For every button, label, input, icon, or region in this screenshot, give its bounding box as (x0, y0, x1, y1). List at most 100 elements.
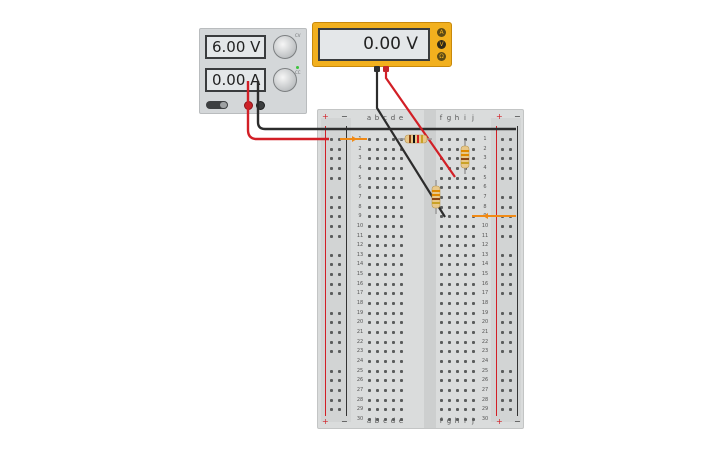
breadboard-hole[interactable] (384, 205, 387, 209)
breadboard-hole[interactable] (392, 263, 395, 267)
breadboard-hole[interactable] (368, 417, 371, 421)
breadboard-hole[interactable] (456, 157, 459, 161)
breadboard-hole[interactable] (384, 253, 387, 257)
breadboard-hole[interactable] (384, 321, 387, 325)
breadboard-hole[interactable] (472, 350, 475, 354)
breadboard-hole[interactable] (448, 215, 451, 219)
breadboard-hole[interactable] (400, 157, 403, 161)
breadboard-hole[interactable] (384, 138, 387, 141)
rail-hole[interactable] (509, 331, 512, 334)
breadboard-hole[interactable] (440, 244, 443, 248)
breadboard-hole[interactable] (464, 331, 467, 334)
breadboard-hole[interactable] (456, 263, 459, 267)
breadboard-hole[interactable] (384, 350, 387, 354)
breadboard-hole[interactable] (464, 205, 467, 209)
breadboard-hole[interactable] (456, 331, 459, 334)
breadboard-hole[interactable] (472, 379, 475, 383)
rail-hole[interactable] (330, 340, 333, 344)
breadboard-hole[interactable] (456, 282, 459, 286)
rail-hole[interactable] (501, 234, 504, 238)
rail-hole[interactable] (509, 340, 512, 344)
mode-volts-button[interactable]: V (437, 40, 446, 49)
rail-hole[interactable] (501, 379, 504, 383)
rail-hole[interactable] (338, 311, 341, 315)
breadboard-hole[interactable] (392, 369, 395, 373)
breadboard-hole[interactable] (440, 166, 443, 170)
breadboard-hole[interactable] (376, 224, 379, 228)
breadboard-hole[interactable] (448, 369, 451, 373)
rail-hole[interactable] (338, 379, 341, 383)
breadboard-hole[interactable] (368, 292, 371, 296)
breadboard-hole[interactable] (392, 311, 395, 315)
breadboard-hole[interactable] (456, 215, 459, 219)
rail-hole[interactable] (338, 292, 341, 296)
breadboard-hole[interactable] (392, 224, 395, 228)
breadboard-hole[interactable] (368, 186, 371, 190)
breadboard-hole[interactable] (440, 408, 443, 412)
breadboard-hole[interactable] (384, 147, 387, 151)
power-supply[interactable]: 6.00 V CV 0.00 A CC (199, 28, 307, 114)
breadboard-hole[interactable] (472, 417, 475, 421)
voltage-knob[interactable] (273, 35, 297, 59)
breadboard-hole[interactable] (464, 321, 467, 325)
breadboard-hole[interactable] (376, 147, 379, 151)
breadboard-hole[interactable] (392, 331, 395, 334)
breadboard-hole[interactable] (440, 282, 443, 286)
breadboard-hole[interactable] (472, 331, 475, 334)
breadboard-hole[interactable] (376, 234, 379, 238)
breadboard-hole[interactable] (440, 224, 443, 228)
breadboard-hole[interactable] (376, 369, 379, 373)
rail-hole[interactable] (509, 398, 512, 402)
breadboard-hole[interactable] (368, 282, 371, 286)
rail-hole[interactable] (338, 321, 341, 325)
breadboard-hole[interactable] (472, 166, 475, 170)
multimeter-red-probe-jack[interactable] (383, 66, 389, 72)
rail-hole[interactable] (509, 273, 512, 277)
breadboard-hole[interactable] (376, 350, 379, 354)
breadboard-hole[interactable] (392, 321, 395, 325)
breadboard-hole[interactable] (376, 417, 379, 421)
breadboard-hole[interactable] (472, 176, 475, 180)
breadboard-hole[interactable] (464, 138, 467, 141)
rail-hole[interactable] (330, 369, 333, 373)
rail-hole[interactable] (330, 195, 333, 199)
breadboard-hole[interactable] (448, 321, 451, 325)
breadboard-hole[interactable] (472, 234, 475, 238)
rail-hole[interactable] (330, 282, 333, 286)
breadboard-hole[interactable] (464, 350, 467, 354)
breadboard-hole[interactable] (448, 388, 451, 392)
breadboard-hole[interactable] (456, 379, 459, 383)
breadboard-hole[interactable] (440, 195, 443, 199)
breadboard-hole[interactable] (376, 388, 379, 392)
rail-hole[interactable] (330, 311, 333, 315)
rail-hole[interactable] (501, 224, 504, 228)
rail-hole[interactable] (509, 224, 512, 228)
rail-hole[interactable] (330, 224, 333, 228)
breadboard-hole[interactable] (392, 138, 395, 141)
breadboard-hole[interactable] (368, 388, 371, 392)
red-supply-wire[interactable] (246, 81, 329, 141)
breadboard-hole[interactable] (464, 408, 467, 412)
breadboard-hole[interactable] (456, 166, 459, 170)
breadboard-hole[interactable] (400, 253, 403, 257)
breadboard-hole[interactable] (392, 273, 395, 277)
breadboard-hole[interactable] (376, 138, 379, 141)
breadboard-hole[interactable] (440, 253, 443, 257)
breadboard-hole[interactable] (400, 273, 403, 277)
breadboard-hole[interactable] (400, 176, 403, 180)
breadboard-hole[interactable] (368, 379, 371, 383)
breadboard-hole[interactable] (464, 263, 467, 267)
rail-hole[interactable] (509, 138, 512, 141)
breadboard-hole[interactable] (464, 417, 467, 421)
breadboard-hole[interactable] (392, 166, 395, 170)
breadboard-hole[interactable] (384, 369, 387, 373)
rail-hole[interactable] (509, 408, 512, 412)
rail-hole[interactable] (330, 398, 333, 402)
breadboard-hole[interactable] (440, 311, 443, 315)
breadboard-hole[interactable] (440, 176, 443, 180)
rail-hole[interactable] (330, 138, 333, 141)
breadboard-hole[interactable] (392, 417, 395, 421)
breadboard-hole[interactable] (368, 350, 371, 354)
rail-hole[interactable] (501, 157, 504, 161)
breadboard-hole[interactable] (384, 388, 387, 392)
